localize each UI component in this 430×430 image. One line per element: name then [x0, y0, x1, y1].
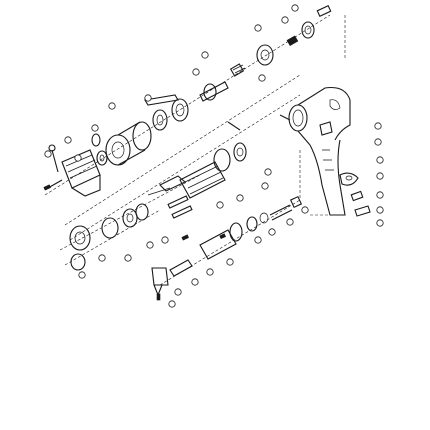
part-callout	[268, 228, 276, 236]
part-callout	[108, 102, 116, 110]
part-callout	[78, 271, 86, 279]
rotor-blades	[167, 195, 193, 219]
part-callout	[206, 268, 214, 276]
part-callout	[201, 51, 209, 59]
part-callout	[226, 258, 234, 266]
tool-body-housing	[288, 86, 351, 216]
part-callout	[192, 68, 200, 76]
part-callout	[216, 201, 224, 209]
part-callouts	[44, 4, 384, 308]
part-callout	[74, 154, 82, 162]
part-callout	[286, 218, 294, 226]
part-callout	[91, 124, 99, 132]
part-callout	[258, 74, 266, 82]
washer-parts	[91, 133, 108, 166]
spindle-shaft	[199, 63, 246, 102]
part-callout	[376, 191, 384, 199]
part-callout	[291, 4, 299, 12]
air-inlet-parts	[151, 267, 169, 301]
reverse-valve-assembly	[169, 195, 303, 277]
part-callout	[144, 94, 152, 102]
spindle-housing	[105, 121, 152, 166]
upper-bearing-group	[256, 5, 332, 66]
part-callout	[191, 278, 199, 286]
part-callout	[161, 236, 169, 244]
part-callout	[376, 156, 384, 164]
trigger-valve-parts	[339, 172, 371, 217]
part-callout	[374, 138, 382, 146]
chuck-key	[48, 144, 59, 173]
part-callout	[64, 136, 72, 144]
part-callout	[376, 172, 384, 180]
part-callout	[124, 254, 132, 262]
cylinder-endplates	[69, 203, 149, 271]
part-callout	[236, 194, 244, 202]
part-callout	[376, 219, 384, 227]
part-callout	[44, 150, 52, 158]
part-callout	[168, 300, 176, 308]
part-callout	[174, 288, 182, 296]
part-callout	[281, 16, 289, 24]
part-callout	[98, 254, 106, 262]
part-callout	[261, 182, 269, 190]
part-callout	[146, 241, 154, 249]
ring-gear-set	[144, 94, 189, 131]
part-callout	[301, 206, 309, 214]
part-callout	[254, 24, 262, 32]
rotor-motor-group	[147, 142, 247, 199]
part-callout	[264, 168, 272, 176]
part-callout	[254, 236, 262, 244]
small-hardware	[181, 114, 291, 241]
drill-chuck	[43, 149, 101, 197]
part-callout	[376, 206, 384, 214]
part-callout	[374, 122, 382, 130]
